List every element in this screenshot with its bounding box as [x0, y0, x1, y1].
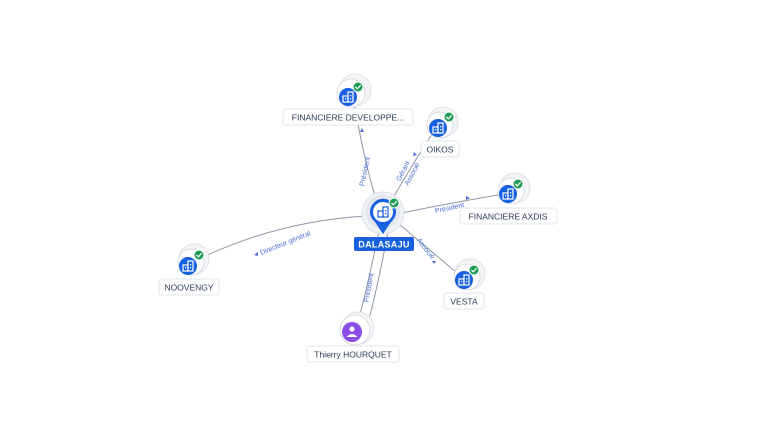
arrow-icon — [466, 196, 470, 200]
node-label: FINANCIERE DEVELOPPE... — [292, 113, 404, 123]
node-label-box — [420, 140, 460, 158]
check-badge-icon — [352, 81, 364, 93]
node-oikos[interactable]: OIKOS — [420, 106, 460, 158]
node-financiere-developpe[interactable]: FINANCIERE DEVELOPPE... — [282, 73, 414, 126]
edge-dalasaju-oikos[interactable] — [392, 130, 435, 199]
arrow-icon — [254, 252, 258, 256]
check-badge-icon — [193, 249, 205, 261]
person-icon — [346, 326, 358, 337]
node-label: FINANCIERE AXDIS — [469, 212, 548, 222]
node-thierry-hourquet[interactable]: Thierry HOURQUET — [306, 311, 400, 363]
arrow-icon — [360, 128, 364, 132]
edge-label-president-1: Président — [359, 156, 372, 186]
node-noovengy[interactable]: NOOVENGY — [158, 243, 220, 296]
node-label: VESTA — [450, 297, 478, 307]
edge-dalasaju-financiere-axdis[interactable] — [401, 192, 511, 214]
edge-dalasaju-noovengy[interactable] — [186, 215, 366, 266]
edge-arrows — [254, 128, 470, 264]
node-label-box — [306, 345, 400, 363]
main-node-label-box — [354, 237, 414, 251]
node-dalasaju[interactable]: DALASAJU — [354, 191, 414, 251]
check-badge-icon — [443, 111, 455, 123]
arrow-icon — [432, 261, 436, 264]
building-icon — [377, 206, 389, 218]
node-label: OIKOS — [427, 145, 454, 155]
edge-label-associe-2: Associé — [415, 237, 436, 261]
main-node-label: DALASAJU — [358, 240, 409, 250]
node-label-box — [282, 108, 414, 126]
node-label-box — [443, 292, 485, 310]
edge-label-directeur-general: Directeur général — [259, 230, 312, 257]
node-vesta[interactable]: VESTA — [443, 258, 486, 310]
node-label: NOOVENGY — [164, 283, 213, 293]
node-label: Thierry HOURQUET — [314, 350, 391, 360]
arrow-icon — [413, 152, 417, 156]
edge-labels: Président Gérant Associé Président Assoc… — [259, 156, 465, 302]
check-badge-icon — [388, 197, 400, 209]
check-badge-icon — [512, 178, 524, 190]
check-badge-icon — [468, 264, 480, 276]
node-label-box — [158, 278, 220, 296]
node-financiere-axdis[interactable]: FINANCIERE AXDIS — [459, 172, 558, 225]
node-label-box — [459, 207, 558, 225]
